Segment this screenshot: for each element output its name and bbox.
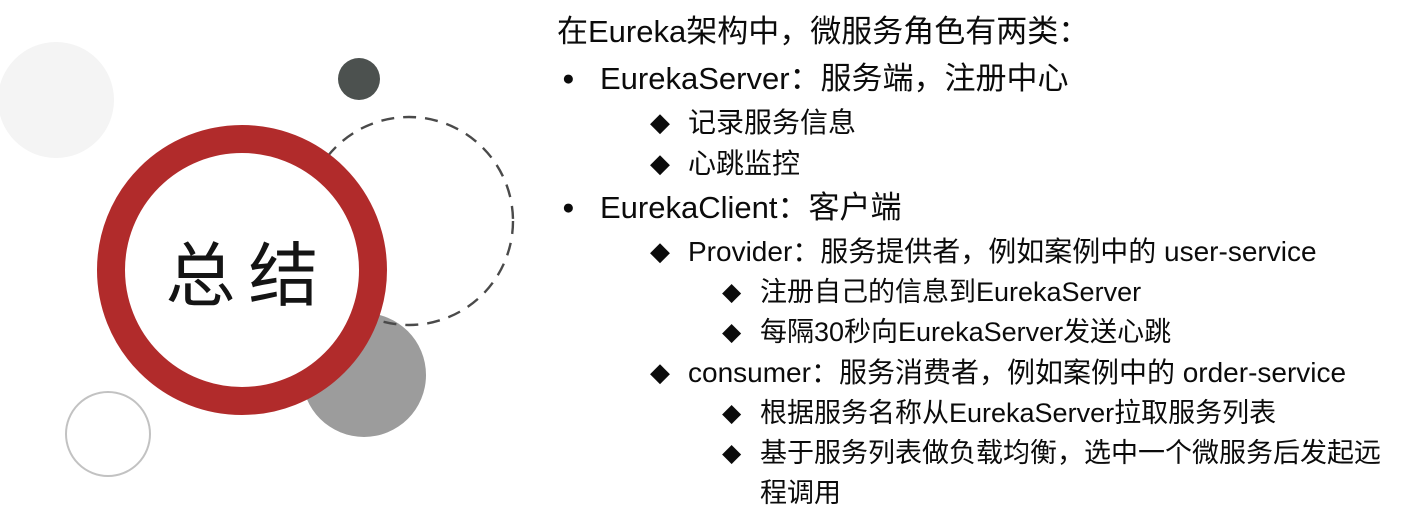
bullet-text: 基于服务列表做负载均衡，选中一个微服务后发起远程调用 xyxy=(760,438,1381,508)
bullet-item-eureka-client: ● EurekaClient：客户端 xyxy=(557,184,1402,231)
diamond-icon: ◆ xyxy=(650,148,670,178)
bullet-dot-icon: ● xyxy=(562,196,575,219)
diamond-icon: ◆ xyxy=(650,357,670,387)
intro-text: 在Eureka架构中，微服务角色有两类： xyxy=(557,14,1090,49)
bullet-text: 心跳监控 xyxy=(688,148,801,179)
diamond-icon: ◆ xyxy=(722,399,742,427)
bullet-text: consumer：服务消费者，例如案例中的 order-service xyxy=(688,357,1347,388)
bullet-item-record-info: ◆ 记录服务信息 xyxy=(557,102,1402,143)
bullet-item-heartbeat-monitor: ◆ 心跳监控 xyxy=(557,143,1402,184)
slide-title-text: 总结 xyxy=(165,236,332,315)
bullet-item-load-balance: ◆ 基于服务列表做负载均衡，选中一个微服务后发起远程调用 xyxy=(557,433,1402,513)
diamond-icon: ◆ xyxy=(722,278,742,306)
diamond-icon: ◆ xyxy=(650,236,670,266)
bullet-item-provider: ◆ Provider：服务提供者，例如案例中的 user-service xyxy=(557,231,1402,272)
bullet-item-eureka-server: ● EurekaServer：服务端，注册中心 xyxy=(557,55,1402,102)
dashed-circle-icon xyxy=(303,115,515,327)
bullet-text: 注册自己的信息到EurekaServer xyxy=(760,277,1142,307)
bullet-text: EurekaClient：客户端 xyxy=(600,190,902,225)
diamond-icon: ◆ xyxy=(650,107,670,137)
bullet-item-consumer: ◆ consumer：服务消费者，例如案例中的 order-service xyxy=(557,352,1402,393)
bullet-item-register-info: ◆ 注册自己的信息到EurekaServer xyxy=(557,272,1402,312)
slide-title: 总结 xyxy=(97,125,387,415)
bullet-text: 根据服务名称从EurekaServer拉取服务列表 xyxy=(760,398,1277,428)
bullet-text: Provider：服务提供者，例如案例中的 user-service xyxy=(688,236,1317,267)
intro-line: 在Eureka架构中，微服务角色有两类： xyxy=(557,8,1402,55)
bullet-text: 每隔30秒向EurekaServer发送心跳 xyxy=(760,317,1172,347)
decorative-circle-outline xyxy=(65,391,151,477)
diamond-icon: ◆ xyxy=(722,439,742,467)
bullet-dot-icon: ● xyxy=(562,67,575,90)
title-graphic: 总结 xyxy=(0,0,540,522)
bullet-text: EurekaServer：服务端，注册中心 xyxy=(600,61,1069,96)
decorative-circle-dark xyxy=(338,58,380,100)
diamond-icon: ◆ xyxy=(722,318,742,346)
bullet-text: 记录服务信息 xyxy=(688,107,857,138)
bullet-item-pull-service-list: ◆ 根据服务名称从EurekaServer拉取服务列表 xyxy=(557,393,1402,433)
bullet-item-heartbeat-30s: ◆ 每隔30秒向EurekaServer发送心跳 xyxy=(557,312,1402,352)
slide-body: 在Eureka架构中，微服务角色有两类： ● EurekaServer：服务端，… xyxy=(557,8,1402,513)
decorative-circle-light xyxy=(0,42,114,158)
